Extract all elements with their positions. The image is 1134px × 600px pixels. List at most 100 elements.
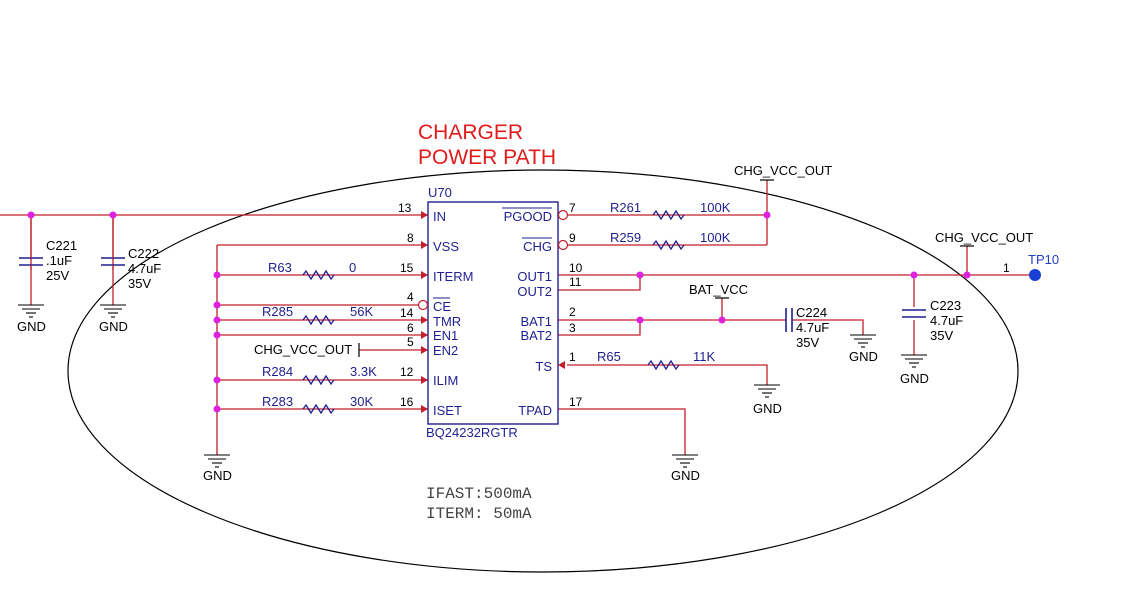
r285-body [302, 314, 335, 326]
c221-voltage: 25V [46, 268, 69, 283]
net-label-chg-vcc-out-en2: CHG_VCC_OUT [254, 342, 352, 357]
gnd-symbol-tpad [672, 454, 698, 468]
r283-ref: R283 [262, 394, 293, 409]
r285-value: 56K [350, 304, 373, 319]
pin-name-ts: TS [535, 359, 552, 374]
c223-voltage: 35V [930, 328, 953, 343]
gnd-label-c224: GND [849, 349, 878, 364]
gnd-symbol-left-bus [204, 454, 230, 468]
testpoint-pin: 1 [1003, 261, 1010, 275]
gnd-label-ts: GND [753, 401, 782, 416]
r284-value: 3.3K [350, 364, 377, 379]
pin-name-bat1: BAT1 [520, 314, 552, 329]
r65-value: 11K [693, 349, 715, 364]
r283-body [302, 403, 335, 415]
pin-num-vss: 8 [407, 231, 414, 245]
note-iterm: ITERM: 50mA [426, 505, 532, 523]
c223-value: 4.7uF [930, 313, 963, 328]
c224-voltage: 35V [796, 335, 819, 350]
pin-num-chg: 9 [569, 231, 576, 245]
r65-body [647, 359, 680, 371]
pin-name-vss: VSS [433, 239, 459, 254]
pin-name-ce: CE [433, 299, 451, 314]
pin-num-iterm: 15 [400, 261, 414, 275]
gnd-label-c222: GND [99, 319, 128, 334]
testpoint-tp10[interactable] [1029, 269, 1041, 281]
c224-ref: C224 [796, 305, 827, 320]
gnd-symbol-c223 [901, 354, 927, 368]
note-ifast: IFAST:500mA [426, 485, 532, 503]
gnd-symbol-c222 [100, 304, 126, 318]
inversion-bubbles [417, 209, 569, 311]
r259-value: 100K [700, 230, 731, 245]
resistor-zigzags [302, 209, 685, 415]
r261-ref: R261 [610, 200, 641, 215]
ic-body[interactable] [427, 201, 559, 425]
net-ticks [358, 179, 974, 357]
ic-ref: U70 [428, 185, 452, 200]
pin-num-pgood: 7 [569, 201, 576, 215]
pin-num-out1: 10 [569, 261, 583, 275]
ground-symbols [18, 304, 927, 468]
gnd-symbol-ts [754, 384, 780, 398]
r259-body [652, 239, 685, 251]
pin-name-tmr: TMR [433, 314, 461, 329]
pin-name-en2: EN2 [433, 343, 458, 358]
r283-value: 30K [350, 394, 373, 409]
input-arrows [421, 211, 565, 413]
r284-body [302, 374, 335, 386]
junction-dots [27, 211, 971, 413]
gnd-symbol-c224 [850, 334, 876, 348]
wire-c224-gnd [792, 319, 864, 335]
r259-ref: R259 [610, 230, 641, 245]
net-label-bat-vcc: BAT_VCC [689, 282, 748, 297]
pin-num-bat2: 3 [569, 321, 576, 335]
pin-name-iterm: ITERM [433, 269, 473, 284]
r63-value: 0 [349, 260, 356, 275]
pin-num-ilim: 12 [400, 365, 414, 379]
r261-body [652, 209, 685, 221]
gnd-symbol-c221 [18, 304, 44, 318]
pin-num-ts: 1 [569, 350, 576, 364]
wire-tpad [558, 408, 686, 455]
pin-num-bat1: 2 [569, 305, 576, 319]
c222-ref: C222 [128, 246, 159, 261]
c221-value: .1uF [46, 253, 72, 268]
net-label-chg-vcc-out-right: CHG_VCC_OUT [935, 230, 1033, 245]
wire-bat2 [558, 320, 641, 336]
gnd-label-c221: GND [17, 319, 46, 334]
gnd-label-c223: GND [900, 371, 929, 386]
wire-ts [567, 364, 768, 385]
title-line-2: POWER PATH [418, 146, 556, 169]
r285-ref: R285 [262, 304, 293, 319]
pin-name-pgood: PGOOD [504, 209, 552, 224]
pin-name-out2: OUT2 [517, 284, 552, 299]
pin-num-en2: 5 [407, 335, 414, 349]
pin-num-in: 13 [398, 201, 412, 215]
title-line-1: CHARGER [418, 121, 523, 144]
wire-out2 [558, 275, 641, 291]
pin-num-tmr: 14 [400, 306, 414, 320]
r63-body [302, 269, 335, 281]
c222-voltage: 35V [128, 276, 151, 291]
capacitor-leads [30, 215, 114, 305]
ic-part: BQ24232RGTR [426, 425, 518, 440]
pin-name-chg: CHG [523, 239, 552, 254]
c224-value: 4.7uF [796, 320, 829, 335]
c222-value: 4.7uF [128, 261, 161, 276]
pin-name-in: IN [433, 209, 446, 224]
pin-num-out2: 11 [569, 275, 582, 289]
r261-value: 100K [700, 200, 731, 215]
wire-pgood [567, 214, 768, 245]
net-label-chg-vcc-out-top: CHG_VCC_OUT [734, 163, 832, 178]
grouping-ellipse [67, 169, 1019, 573]
pin-name-bat2: BAT2 [520, 328, 552, 343]
r63-ref: R63 [268, 260, 292, 275]
pin-name-en1: EN1 [433, 328, 458, 343]
c223-ref: C223 [930, 298, 961, 313]
pin-num-iset: 16 [400, 395, 414, 409]
r284-ref: R284 [262, 364, 293, 379]
r65-ref: R65 [597, 349, 621, 364]
testpoint-ref: TP10 [1028, 252, 1059, 267]
